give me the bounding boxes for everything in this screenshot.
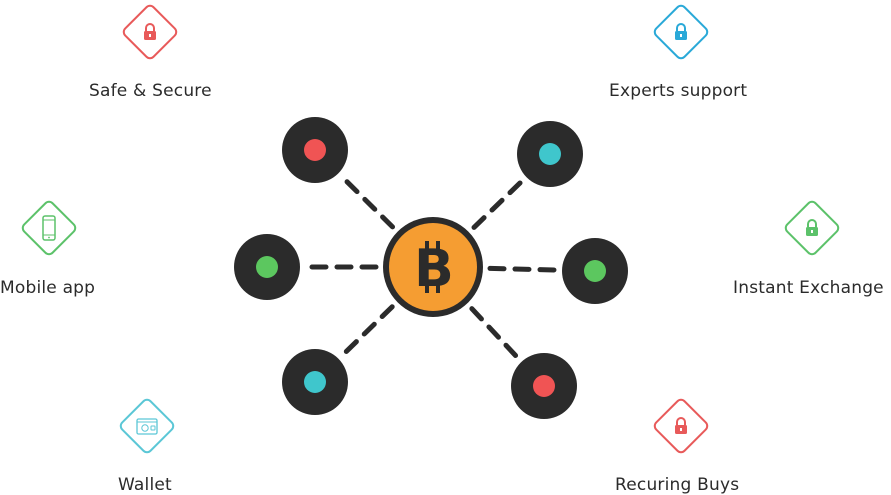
node-dot-top-right bbox=[539, 143, 561, 165]
mobile-app-icon-wrap bbox=[18, 197, 80, 259]
feature-label-safe-secure: Safe & Secure bbox=[89, 81, 212, 101]
feature-instant-exchange bbox=[781, 196, 843, 258]
connector-bottom-left bbox=[341, 304, 395, 357]
instant-exchange-icon-wrap bbox=[781, 197, 843, 259]
lock-icon bbox=[675, 23, 687, 40]
lock-icon bbox=[806, 219, 818, 236]
bitcoin-symbol: B bbox=[414, 239, 454, 299]
node-dot-bottom-right bbox=[533, 375, 555, 397]
feature-label-recuring-buys: Recuring Buys bbox=[615, 475, 740, 495]
hub-core bbox=[389, 223, 477, 311]
feature-experts-support bbox=[650, 0, 712, 110]
bitcoin-icon bbox=[425, 241, 440, 293]
recuring-buys-icon-wrap bbox=[650, 395, 712, 457]
feature-safe-secure bbox=[119, 0, 181, 110]
node-dot-left bbox=[256, 256, 278, 278]
feature-wallet bbox=[116, 394, 178, 456]
feature-label-experts-support: Experts support bbox=[609, 81, 748, 101]
lock-icon bbox=[144, 23, 156, 40]
feature-mobile-app bbox=[18, 196, 80, 258]
node-dot-bottom-left bbox=[304, 371, 326, 393]
feature-label-mobile-app: Mobile app bbox=[0, 278, 96, 298]
connector-bottom-right bbox=[469, 306, 520, 360]
connector-right bbox=[487, 265, 558, 273]
experts-support-icon-wrap bbox=[650, 1, 712, 63]
feature-label-wallet: Wallet bbox=[118, 475, 172, 495]
safe-secure-icon-wrap bbox=[119, 1, 181, 63]
lock-icon bbox=[675, 417, 687, 434]
connector-top-right bbox=[471, 179, 524, 230]
feature-label-instant-exchange: Instant Exchange bbox=[733, 278, 884, 298]
node-dot-right bbox=[584, 260, 606, 282]
wallet-icon-wrap bbox=[116, 395, 178, 457]
node-dot-top-left bbox=[304, 139, 326, 161]
wallet-icon bbox=[136, 418, 158, 435]
feature-recuring-buys bbox=[650, 394, 712, 456]
connector-top-left bbox=[340, 175, 396, 230]
mobile-phone-icon bbox=[42, 215, 56, 241]
